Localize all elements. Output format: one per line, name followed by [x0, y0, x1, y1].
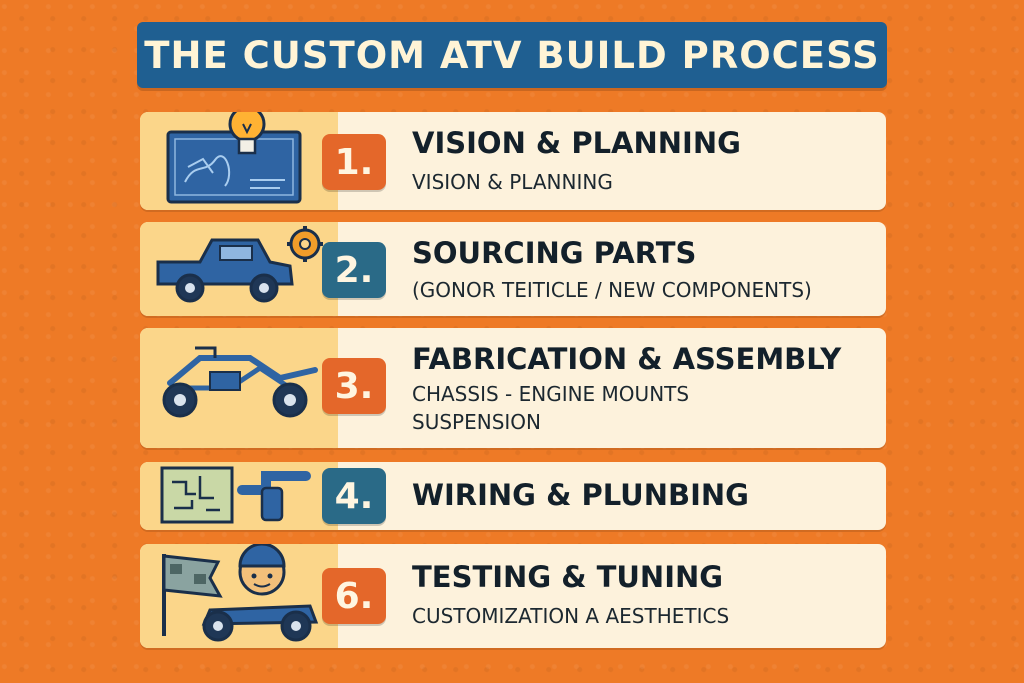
step-4-number: 4.	[334, 475, 374, 517]
step-5-title: TESTING & TUNING	[412, 560, 724, 594]
step-4-illustration-panel	[140, 462, 338, 530]
step-2-subtitle: (GONOR TEITICLE / NEW COMPONENTS)	[412, 278, 812, 302]
step-3-subtitle-line-2: SUSPENSION	[412, 410, 541, 434]
page-title: THE CUSTOM ATV BUILD PROCESS	[144, 33, 880, 77]
step-3-number: 3.	[334, 365, 374, 407]
step-5-number: 6.	[334, 575, 374, 617]
step-1-title: VISION & PLANNING	[412, 126, 741, 160]
step-1-subtitle: VISION & PLANNING	[412, 170, 613, 194]
step-3-illustration-panel	[140, 328, 338, 448]
title-banner: THE CUSTOM ATV BUILD PROCESS	[137, 22, 887, 88]
rider-flag-icon	[162, 544, 319, 642]
step-card-5: 6. TESTING & TUNING CUSTOMIZATION A AEST…	[140, 544, 886, 648]
atv-frame-icon	[162, 346, 318, 418]
step-card-3: 3. FABRICATION & ASSEMBLY CHASSIS - ENGI…	[140, 328, 886, 448]
step-2-number-badge: 2.	[322, 242, 386, 298]
step-card-1: 1. VISION & PLANNING VISION & PLANNING	[140, 112, 886, 210]
step-2-illustration-panel	[140, 222, 338, 316]
step-2-title: SOURCING PARTS	[412, 236, 697, 270]
step-5-subtitle: CUSTOMIZATION A AESTHETICS	[412, 604, 730, 628]
step-5-illustration-panel	[140, 544, 338, 648]
step-3-subtitle-line-1: CHASSIS - ENGINE MOUNTS	[412, 382, 690, 406]
step-4-number-badge: 4.	[322, 468, 386, 524]
step-4-text: WIRING & PLUNBING	[412, 478, 876, 512]
step-4-title: WIRING & PLUNBING	[412, 478, 749, 512]
step-5-text: TESTING & TUNING CUSTOMIZATION A AESTHET…	[412, 560, 876, 630]
step-1-text: VISION & PLANNING VISION & PLANNING	[412, 126, 876, 196]
step-3-title: FABRICATION & ASSEMBLY	[412, 342, 842, 376]
step-2-number: 2.	[334, 249, 374, 291]
step-3-number-badge: 3.	[322, 358, 386, 414]
step-1-illustration-panel	[140, 112, 338, 210]
blueprint-lightbulb-icon	[166, 112, 302, 204]
step-3-text: FABRICATION & ASSEMBLY CHASSIS - ENGINE …	[412, 342, 876, 436]
step-card-4: 4. WIRING & PLUNBING	[140, 462, 886, 530]
step-1-number: 1.	[334, 141, 374, 183]
step-5-number-badge: 6.	[322, 568, 386, 624]
circuit-pipe-icon	[160, 466, 311, 524]
truck-gear-icon	[156, 226, 323, 303]
step-2-text: SOURCING PARTS (GONOR TEITICLE / NEW COM…	[412, 236, 876, 304]
step-card-2: 2. SOURCING PARTS (GONOR TEITICLE / NEW …	[140, 222, 886, 316]
step-1-number-badge: 1.	[322, 134, 386, 190]
